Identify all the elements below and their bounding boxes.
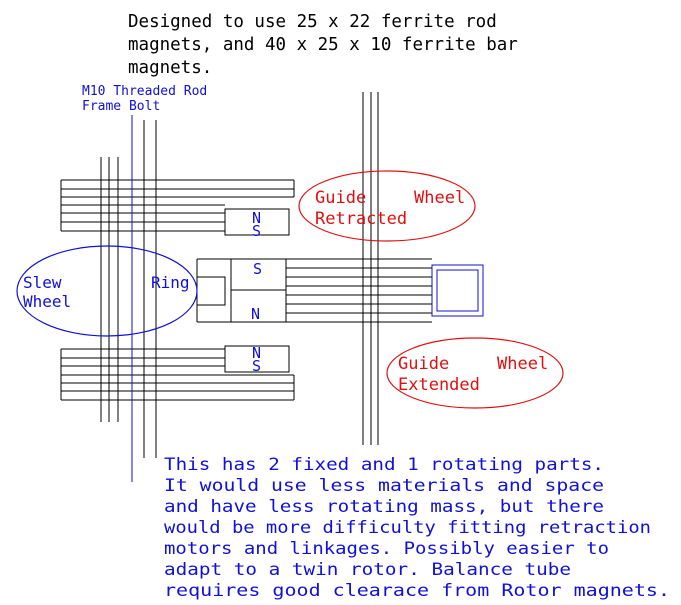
slew-ring-rails — [100, 120, 157, 458]
lower-bar-magnet — [224, 345, 290, 373]
frame-bolt-label: M10 Threaded Rod Frame Bolt — [82, 84, 207, 114]
balance-tube — [362, 92, 379, 445]
description-note: This has 2 fixed and 1 rotating parts. I… — [164, 455, 670, 601]
description-line-7: requires good clearace from Rotor magnet… — [164, 581, 670, 601]
design-note: Designed to use 25 x 22 ferrite rod magn… — [128, 12, 518, 78]
lower-pole-s: S — [252, 357, 261, 375]
guide-retracted-word-retracted: Retracted — [315, 209, 407, 229]
design-note-line-1: Designed to use 25 x 22 ferrite rod — [128, 12, 497, 32]
frame-bolt-label-line-2: Frame Bolt — [82, 99, 160, 114]
upper-plate-stack — [60, 179, 295, 232]
guide-retracted-word-guide: Guide — [315, 188, 366, 208]
slew-wheel-ellipse — [16, 245, 198, 337]
description-line-6: adapt to a twin rotor. Balance tube — [164, 560, 571, 580]
guide-extended-word-extended: Extended — [398, 375, 480, 395]
description-line-2: It would use less materials and space — [164, 476, 604, 496]
upper-bar-magnet — [224, 208, 290, 236]
guide-extended-word-guide: Guide — [398, 354, 449, 374]
design-note-line-3: magnets. — [128, 58, 212, 78]
center-pole-n: N — [251, 305, 260, 323]
description-line-4: would be more difficulty fitting retract… — [164, 518, 651, 538]
description-line-1: This has 2 fixed and 1 rotating parts. — [164, 455, 604, 475]
slew-wheel-word-slew: Slew — [23, 273, 62, 292]
rotor-rod-magnet-stub — [196, 276, 226, 306]
design-note-line-2: magnets, and 40 x 25 x 10 ferrite bar — [128, 35, 518, 55]
guide-wheel-inner — [436, 269, 479, 312]
lower-plate-stack — [60, 348, 295, 401]
frame-bolt-label-line-1: M10 Threaded Rod — [82, 84, 207, 99]
guide-extended-ellipse — [386, 337, 564, 409]
description-line-3: and have less rotating mass, but there — [164, 497, 604, 517]
description-line-5: motors and linkages. Possibly easier to — [164, 539, 609, 559]
upper-pole-s: S — [252, 222, 261, 240]
slew-wheel-word-wheel: Wheel — [23, 292, 71, 311]
guide-extended-word-wheel: Wheel — [497, 354, 548, 374]
center-pole-s: S — [253, 260, 262, 278]
slew-wheel-word-ring: Ring — [151, 273, 190, 292]
lower-pole-n: N — [252, 344, 261, 362]
guide-wheel-outer — [431, 264, 484, 317]
guide-retracted-word-wheel: Wheel — [414, 188, 465, 208]
guide-retracted-ellipse — [298, 170, 476, 242]
upper-pole-n: N — [252, 209, 261, 227]
